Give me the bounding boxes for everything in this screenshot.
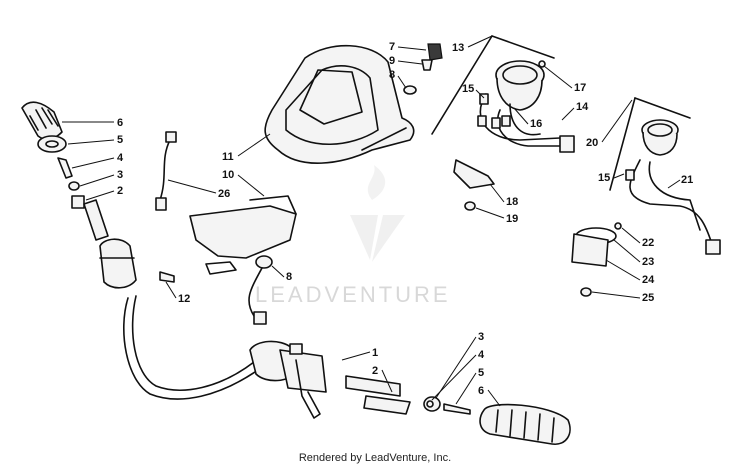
speedometer-group-frame bbox=[431, 35, 555, 135]
right-lockwasher[interactable] bbox=[426, 400, 434, 408]
callout-5-right: 5 bbox=[478, 367, 484, 379]
callout-20: 20 bbox=[586, 137, 598, 149]
callout-5-left: 5 bbox=[117, 134, 123, 146]
mounting-bracket[interactable] bbox=[189, 195, 297, 275]
callout-26: 26 bbox=[218, 188, 230, 200]
callout-12: 12 bbox=[178, 293, 190, 305]
throttle-housing[interactable] bbox=[249, 340, 327, 419]
callout-21: 21 bbox=[681, 174, 693, 186]
callout-7: 7 bbox=[389, 41, 395, 53]
callout-15-a: 15 bbox=[462, 83, 474, 95]
right-bolt[interactable] bbox=[443, 403, 471, 415]
left-insert[interactable] bbox=[83, 199, 109, 241]
tach-plug[interactable] bbox=[614, 222, 622, 230]
bulb-socket[interactable] bbox=[479, 93, 489, 105]
callout-22: 22 bbox=[642, 237, 654, 249]
bracket-screw[interactable] bbox=[159, 271, 175, 283]
callout-25: 25 bbox=[642, 292, 654, 304]
callout-8-top: 8 bbox=[389, 69, 395, 81]
callout-4-left: 4 bbox=[117, 152, 124, 164]
visor-cover[interactable] bbox=[264, 44, 415, 164]
callout-15-b: 15 bbox=[598, 172, 610, 184]
handlebar[interactable] bbox=[99, 238, 259, 400]
grommet-lower[interactable] bbox=[248, 255, 273, 325]
callout-3-left: 3 bbox=[117, 169, 123, 181]
callout-2-left: 2 bbox=[117, 185, 123, 197]
tach-nut[interactable] bbox=[580, 287, 592, 297]
left-bar-end[interactable] bbox=[37, 135, 67, 153]
callout-13: 13 bbox=[452, 42, 464, 54]
throttle-tube[interactable] bbox=[345, 375, 401, 397]
speedometer-cable[interactable] bbox=[155, 131, 177, 211]
callout-3-right: 3 bbox=[478, 331, 484, 343]
callout-11: 11 bbox=[222, 151, 234, 163]
callout-23: 23 bbox=[642, 256, 654, 268]
throttle-insert[interactable] bbox=[363, 395, 411, 415]
callout-17: 17 bbox=[574, 82, 586, 94]
callout-9: 9 bbox=[389, 55, 395, 67]
left-lockwasher[interactable] bbox=[68, 181, 80, 191]
left-bolt[interactable] bbox=[57, 157, 73, 179]
footer-credit: Rendered by LeadVenture, Inc. bbox=[298, 452, 452, 464]
cap-plug[interactable] bbox=[427, 43, 443, 61]
left-weight[interactable] bbox=[71, 195, 85, 209]
bracket-nut[interactable] bbox=[464, 201, 476, 211]
tach-mount-bracket[interactable] bbox=[571, 233, 609, 267]
speedometer-bracket[interactable] bbox=[453, 159, 495, 189]
right-grip[interactable] bbox=[479, 403, 571, 445]
callout-19: 19 bbox=[506, 213, 518, 225]
callout-14: 14 bbox=[576, 101, 589, 113]
callout-10: 10 bbox=[222, 169, 234, 181]
callout-1: 1 bbox=[372, 347, 378, 359]
callout-18: 18 bbox=[506, 196, 518, 208]
speedometer[interactable] bbox=[495, 60, 546, 111]
callout-6-left: 6 bbox=[117, 117, 123, 129]
callout-16: 16 bbox=[530, 118, 542, 130]
tachometer-harness[interactable] bbox=[625, 159, 721, 255]
left-grip[interactable] bbox=[21, 101, 63, 141]
watermark-text: LEADVENTURE bbox=[255, 282, 451, 307]
screw[interactable] bbox=[421, 59, 433, 71]
callout-2-right: 2 bbox=[372, 365, 378, 377]
tachometer-group-frame bbox=[609, 97, 691, 191]
grommet[interactable] bbox=[403, 85, 417, 95]
callout-4-right: 4 bbox=[478, 349, 485, 361]
callout-6-right: 6 bbox=[478, 385, 484, 397]
callout-24: 24 bbox=[642, 274, 655, 286]
tachometer[interactable] bbox=[641, 119, 679, 156]
callout-8-lower: 8 bbox=[286, 271, 292, 283]
watermark-logo bbox=[350, 165, 405, 262]
